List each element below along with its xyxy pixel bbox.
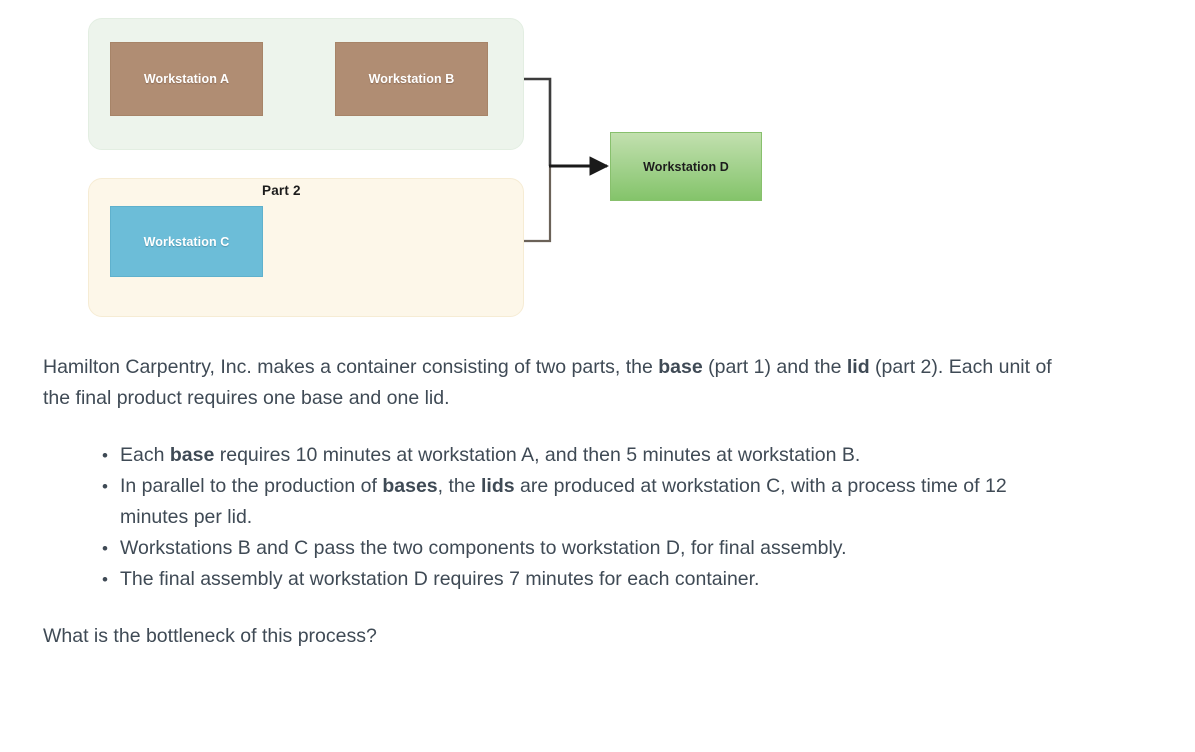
list-item: The final assembly at workstation D requ…	[43, 564, 1053, 595]
bullet-segment: Each	[120, 444, 170, 466]
problem-statement: Hamilton Carpentry, Inc. makes a contain…	[43, 352, 1053, 652]
bullet-segment: Workstations B and C pass the two compon…	[120, 537, 847, 559]
node-workstation-b[interactable]: Workstation B	[335, 42, 488, 116]
node-workstation-c-label: Workstation C	[143, 234, 230, 249]
intro-segment-3: (part 2). Each unit of the final product…	[43, 356, 1052, 409]
bullet-segment: , the	[437, 475, 482, 497]
intro-segment-1: Hamilton Carpentry, Inc. makes a contain…	[43, 356, 659, 378]
intro-paragraph: Hamilton Carpentry, Inc. makes a contain…	[43, 352, 1053, 414]
node-workstation-a[interactable]: Workstation A	[110, 42, 263, 116]
group-part2-label: Part 2	[262, 183, 301, 198]
list-item: Workstations B and C pass the two compon…	[43, 533, 1053, 564]
bullet-segment: The final assembly at workstation D requ…	[120, 568, 760, 590]
intro-segment-2: (part 1) and the	[702, 356, 847, 378]
bullet-segment: are produced at workstation C, with a pr…	[120, 475, 1007, 528]
node-workstation-a-label: Workstation A	[143, 72, 230, 86]
node-workstation-c[interactable]: Workstation C	[110, 206, 263, 277]
intro-bold-lid: lid	[846, 356, 870, 378]
intro-bold-base: base	[658, 356, 703, 378]
node-workstation-d-label: Workstation D	[643, 159, 729, 174]
list-item: Each base requires 10 minutes at worksta…	[43, 440, 1053, 471]
list-item: In parallel to the production of bases, …	[43, 471, 1053, 533]
bullet-bold: base	[169, 444, 215, 466]
bullet-segment: requires 10 minutes at workstation A, an…	[214, 444, 861, 466]
bullet-bold: bases	[382, 475, 438, 497]
bullet-bold: lids	[481, 475, 515, 497]
node-workstation-b-label: Workstation B	[368, 72, 455, 86]
bullet-segment: In parallel to the production of	[120, 475, 383, 497]
requirements-list: Each base requires 10 minutes at worksta…	[43, 440, 1053, 595]
node-workstation-d[interactable]: Workstation D	[610, 132, 762, 201]
process-flow-diagram: Part 2 Workstation A Workstation B Works…	[0, 0, 1195, 330]
question-text: What is the bottleneck of this process?	[43, 625, 377, 647]
